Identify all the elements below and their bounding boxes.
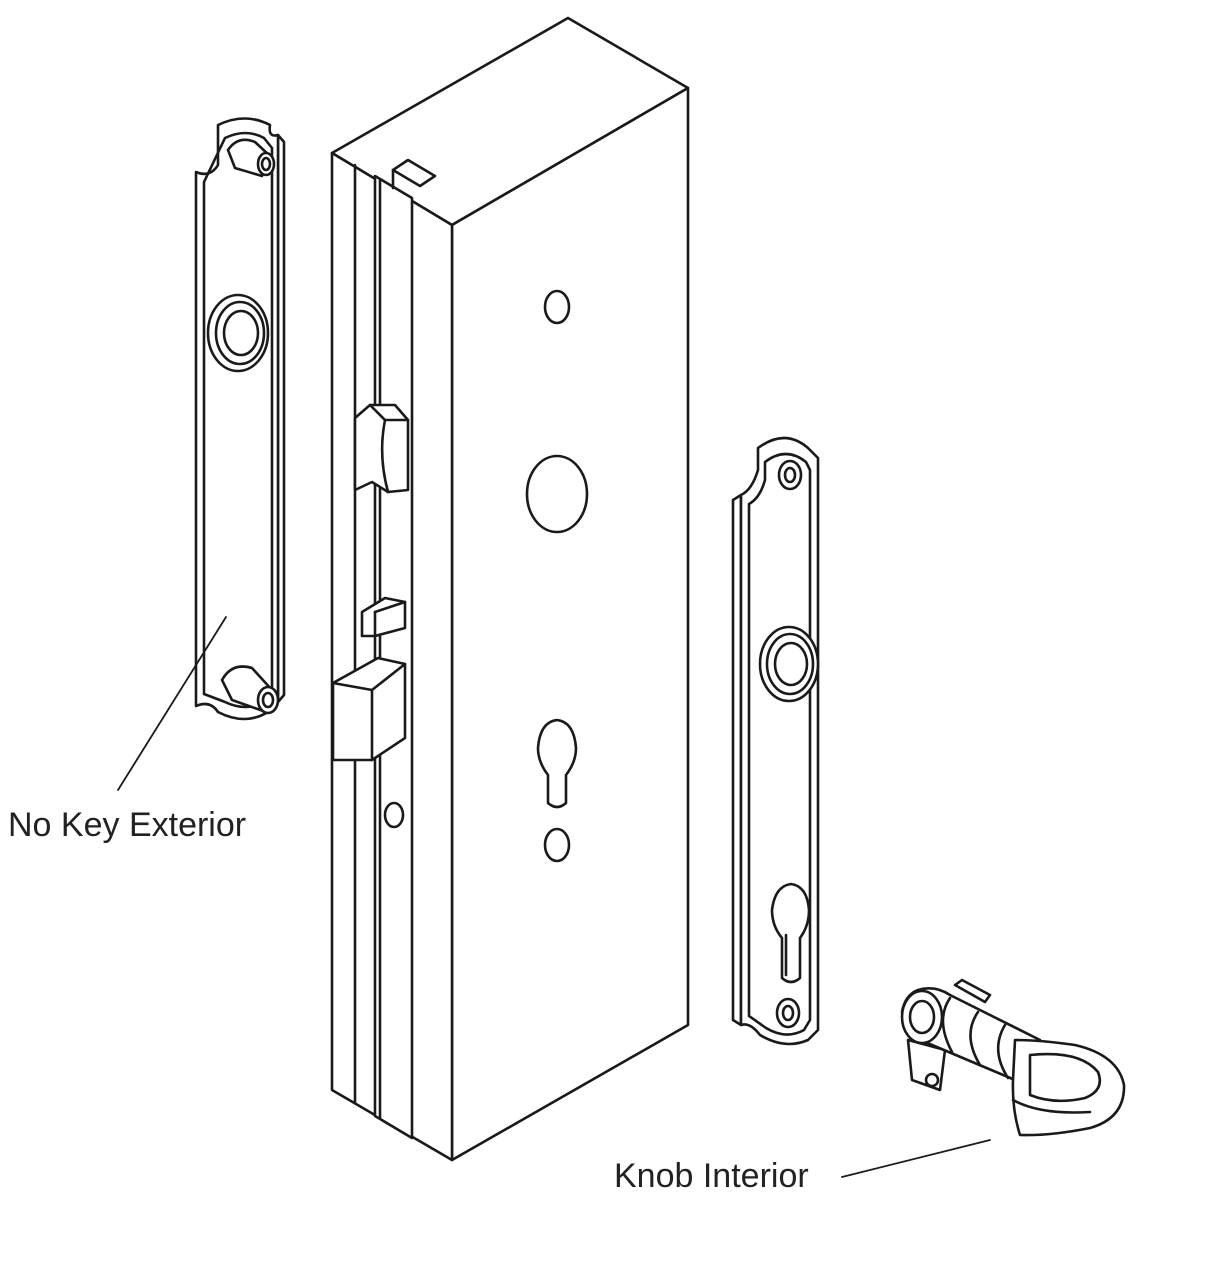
exterior-label: No Key Exterior bbox=[8, 806, 246, 844]
interior-leader-line bbox=[841, 1139, 991, 1178]
deadbolt bbox=[331, 656, 407, 762]
bottom-screw-boss bbox=[220, 665, 280, 715]
spindle-hole bbox=[525, 454, 589, 534]
cylinder-hole bbox=[536, 718, 578, 809]
thumb-turn-knob-cylinder bbox=[900, 978, 1126, 1137]
exterior-leader-line bbox=[117, 616, 227, 791]
latch-bolt bbox=[353, 403, 410, 494]
auxiliary-latch bbox=[360, 596, 407, 638]
interior-trim-plate bbox=[731, 436, 820, 1046]
top-mounting-hole bbox=[543, 289, 571, 325]
bottom-mounting-hole bbox=[543, 827, 571, 863]
spindle-ring bbox=[206, 293, 270, 373]
edge-screw-hole bbox=[383, 801, 405, 829]
door-edge-with-mortise-lock bbox=[330, 16, 690, 1162]
interior-label: Knob Interior bbox=[614, 1157, 809, 1195]
top-screw-boss bbox=[226, 138, 276, 178]
exterior-trim-plate bbox=[194, 117, 286, 721]
